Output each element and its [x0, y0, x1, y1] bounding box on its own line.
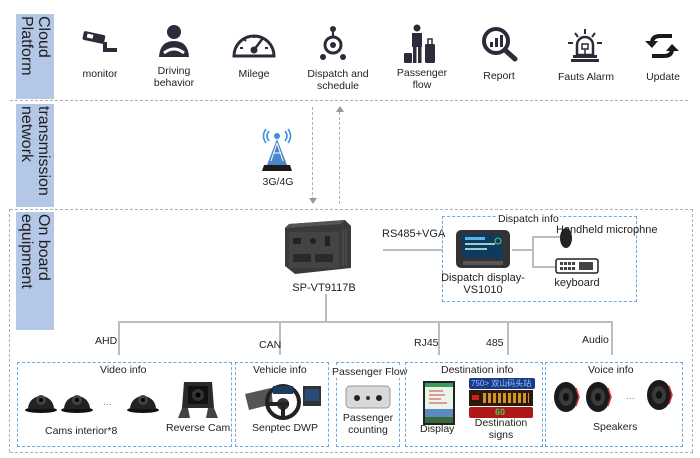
- cams-interior-label: Cams interior*8: [45, 425, 118, 437]
- reverse-camera-image: [178, 378, 218, 420]
- vehicle-info-group: [235, 362, 329, 447]
- bus-drop-can: [279, 321, 281, 355]
- sync-arrows-icon: [643, 30, 681, 62]
- destination-sign-top: 750> 双山码头站: [469, 378, 535, 389]
- destination-info-group: [405, 362, 543, 447]
- voice-ellipsis: ...: [626, 390, 635, 402]
- bus-label-485: 485: [486, 337, 504, 349]
- voice-info-group: [545, 362, 683, 447]
- destination-display-label: Display: [420, 423, 455, 435]
- senptec-dwp-label: Senptec DWP: [252, 422, 318, 434]
- video-ellipsis: ...: [103, 396, 112, 408]
- bus-label-rj45: RJ45: [414, 337, 439, 349]
- layer-transmission-network: transmission network: [16, 104, 54, 207]
- dome-camera-3-image: [126, 384, 160, 414]
- cloud-label-passenger-flow: Passenger flow: [396, 67, 448, 91]
- dispatch-branch-v: [532, 236, 534, 267]
- keyboard-image: [555, 258, 599, 274]
- reverse-cam-label: Reverse Cam: [166, 422, 231, 434]
- bus-label-audio: Audio: [582, 334, 609, 346]
- destination-display-image: [423, 381, 455, 425]
- cloud-label-update: Update: [646, 71, 680, 83]
- passenger-counter-image: [345, 385, 391, 409]
- onboard-frame-left: [9, 209, 10, 452]
- alarm-beacon-icon: [565, 26, 605, 64]
- destination-info-title: Destination info: [441, 364, 514, 376]
- downlink-arrowhead-icon: [309, 198, 317, 204]
- dome-camera-1-image: [24, 384, 58, 414]
- bus-horizontal: [118, 321, 612, 323]
- destination-sign-bottom: 60: [469, 407, 533, 418]
- cell-tower-icon: [260, 124, 294, 172]
- speaker-3-image: [645, 378, 673, 412]
- layer-cloud-label: Cloud Platform: [18, 16, 52, 76]
- destination-sign-middle: [469, 390, 533, 406]
- dispatch-branch-kb: [532, 266, 560, 268]
- passenger-flow-group: [336, 362, 400, 447]
- destination-signs-label: Destination signs: [474, 417, 528, 441]
- separator-network-onboard: [10, 209, 693, 210]
- passenger-flow-title: Passenger Flow: [332, 366, 408, 378]
- vehicle-info-title: Vehicle info: [253, 364, 307, 376]
- layer-cloud-platform: Cloud Platform: [16, 14, 54, 99]
- mdvr-dispatch-link: [383, 249, 443, 251]
- speakers-label: Speakers: [593, 421, 638, 433]
- bus-label-ahd: AHD: [95, 335, 118, 347]
- dispatch-branch-h: [512, 249, 532, 251]
- report-magnifier-icon: [480, 25, 520, 63]
- mdvr-trunk: [325, 294, 327, 321]
- layer-network-label: transmission network: [18, 106, 52, 196]
- uplink-arrow: [339, 112, 340, 204]
- bus-label-can: CAN: [259, 339, 282, 351]
- cloud-label-report: Report: [483, 70, 515, 82]
- layer-onboard-label: On board equipment: [18, 214, 52, 289]
- cloud-label-monitor: monitor: [82, 68, 118, 80]
- bus-drop-rj45: [438, 321, 440, 355]
- cloud-label-fauts-alarm: Fauts Alarm: [557, 71, 615, 83]
- layer-onboard-equipment: On board equipment: [16, 212, 54, 330]
- dome-camera-2-image: [60, 384, 94, 414]
- onboard-frame-right: [692, 209, 693, 452]
- dashboard-wheel-image: [243, 380, 323, 420]
- handheld-microphone-image: [558, 226, 574, 250]
- separator-cloud-network: [10, 100, 688, 101]
- passenger-counting-label: Passenger counting: [342, 412, 394, 436]
- speedometer-icon: [229, 24, 279, 60]
- dispatch-display-image: [455, 228, 511, 270]
- dispatch-info-title: Dispatch info: [497, 213, 560, 225]
- bus-drop-485: [507, 321, 509, 355]
- dispatch-hub-icon: [318, 24, 348, 62]
- onboard-frame-bottom: [10, 452, 693, 453]
- handheld-microphone-label: Handheld microphne: [556, 224, 658, 236]
- dispatch-display-label: Dispatch display- VS1010: [441, 272, 525, 296]
- dispatch-branch-mic: [532, 236, 560, 238]
- passenger-luggage-icon: [402, 24, 442, 64]
- downlink-arrow: [312, 107, 313, 200]
- network-tower-label: 3G/4G: [262, 176, 294, 188]
- voice-info-title: Voice info: [588, 364, 634, 376]
- uplink-arrowhead-icon: [336, 106, 344, 112]
- video-info-title: Video info: [100, 364, 147, 376]
- driver-steering-icon: [154, 22, 194, 60]
- speaker-2-image: [584, 380, 612, 414]
- mdvr-device-image: [281, 218, 353, 276]
- cloud-label-dispatch-schedule: Dispatch and schedule: [307, 68, 369, 92]
- mdvr-label: SP-VT9117B: [292, 282, 356, 294]
- speaker-1-image: [552, 380, 580, 414]
- cloud-label-milege: Milege: [238, 68, 270, 80]
- video-info-group: [17, 362, 232, 447]
- bus-drop-ahd: [118, 321, 120, 355]
- cctv-camera-icon: [80, 26, 120, 60]
- cloud-label-driving-behavior: Driving behavior: [153, 65, 195, 89]
- rs485-vga-label: RS485+VGA: [382, 228, 446, 240]
- keyboard-label: keyboard: [554, 277, 600, 289]
- destination-sign-route: 60: [495, 407, 506, 417]
- bus-drop-audio: [611, 321, 613, 355]
